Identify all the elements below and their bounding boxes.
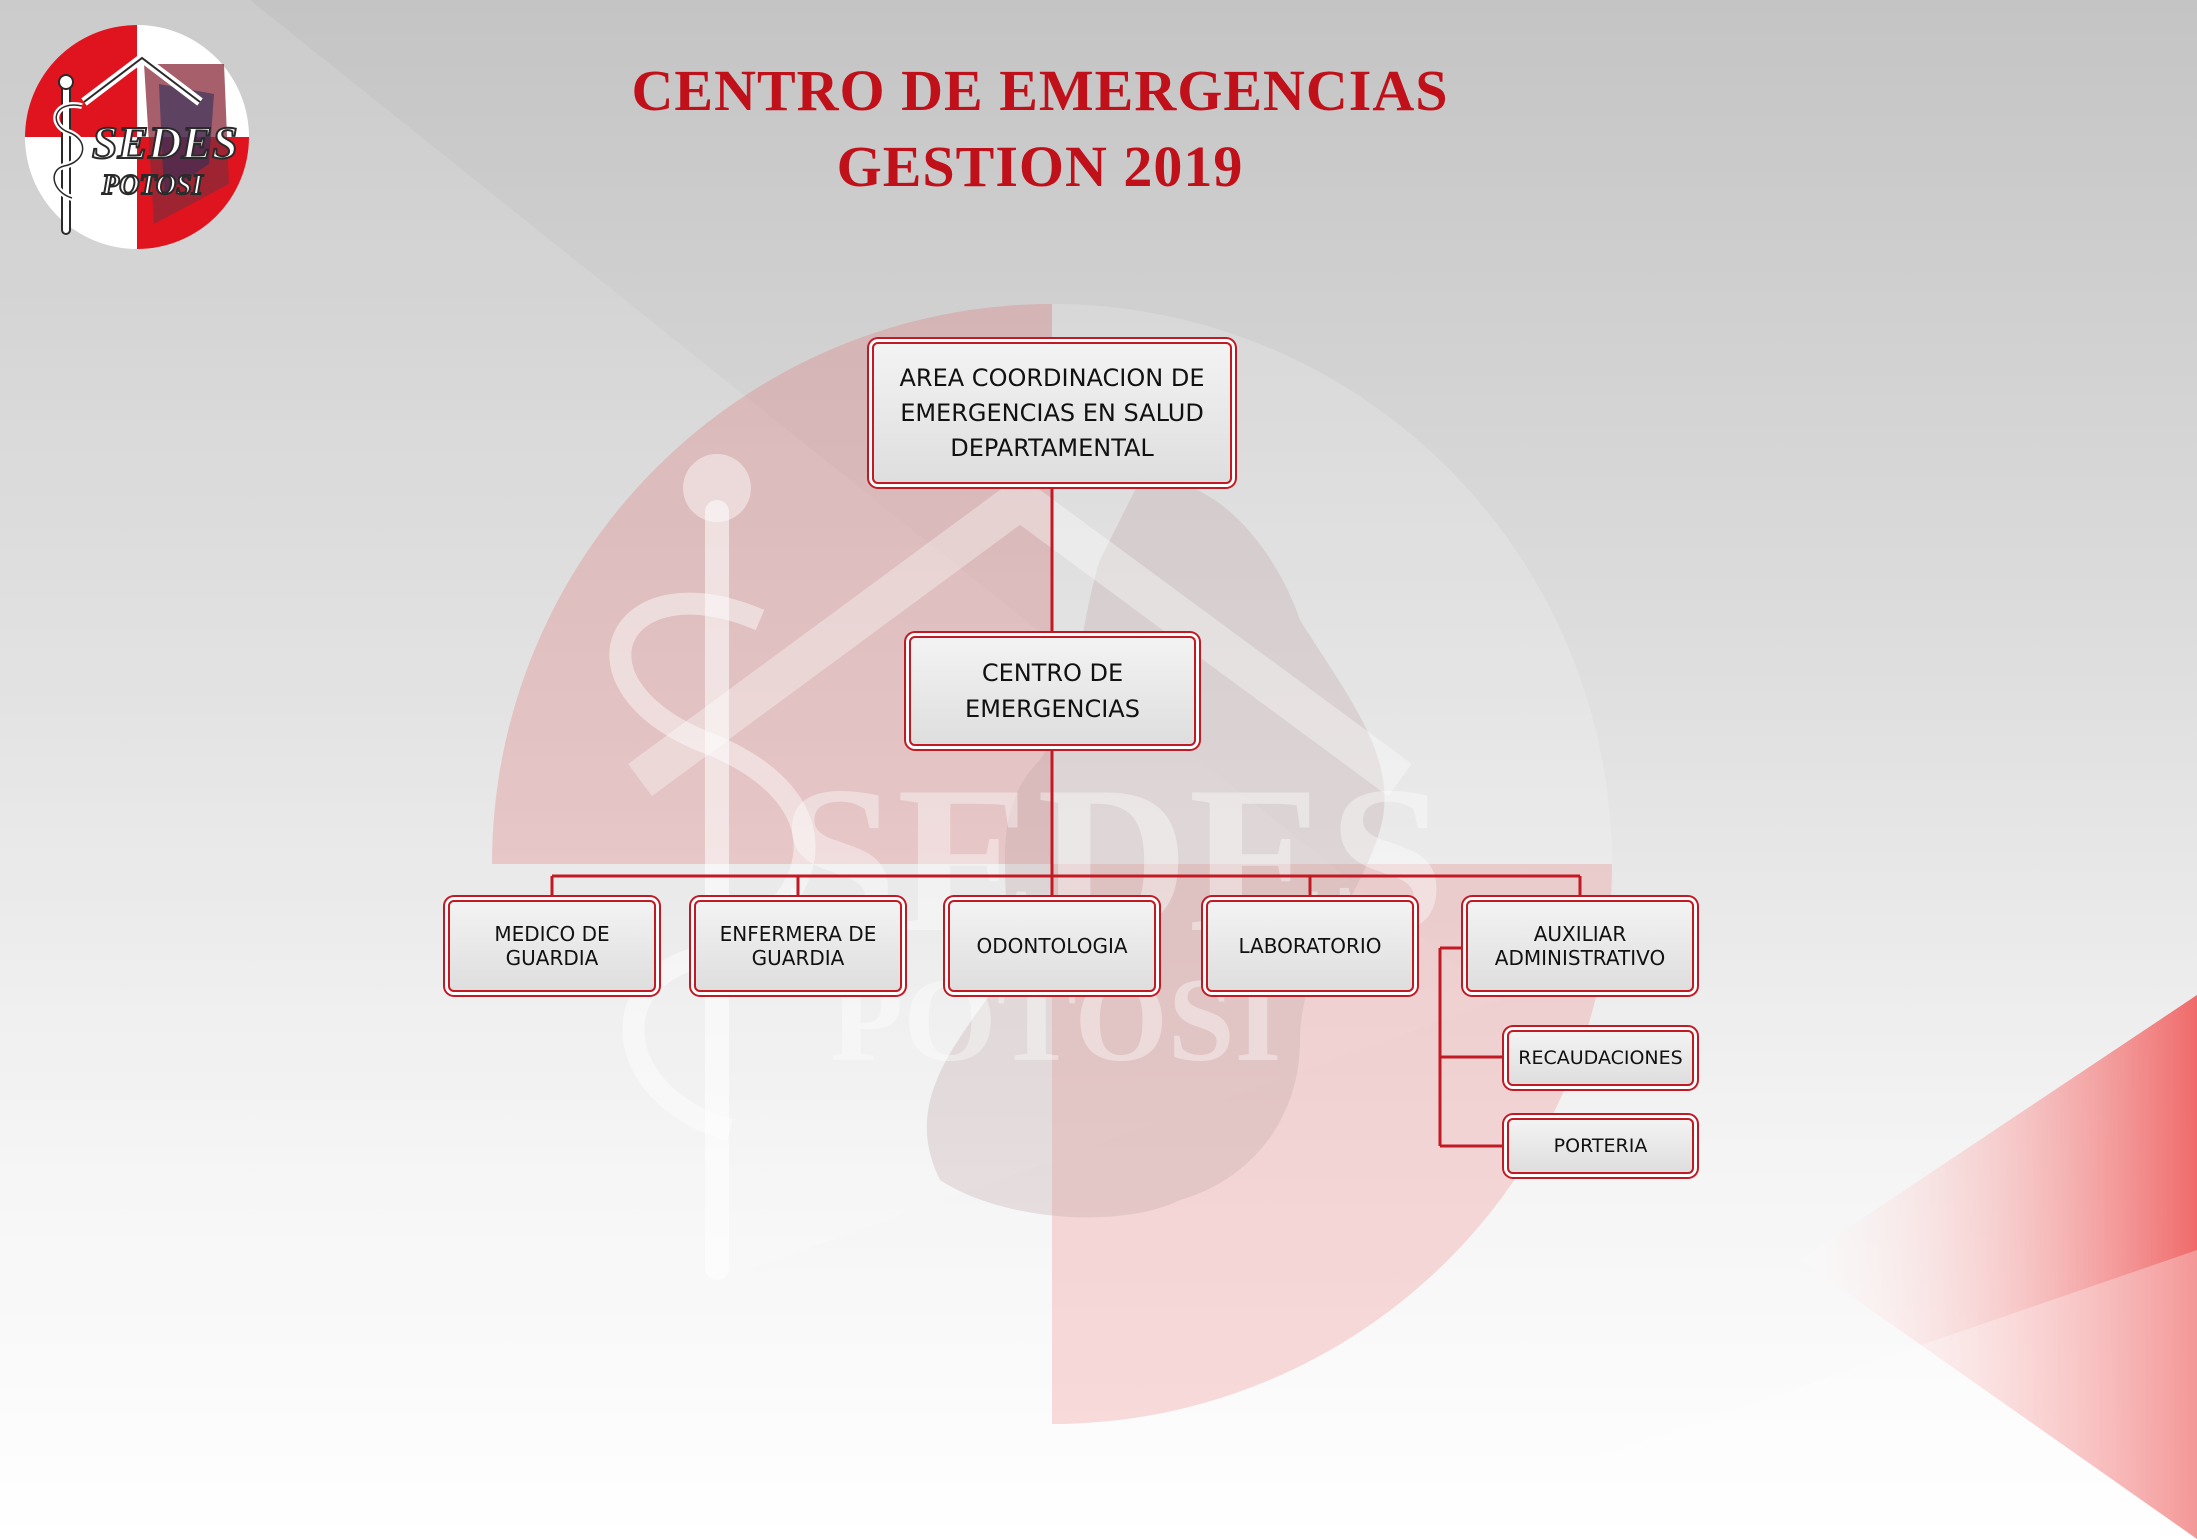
page-subtitle: GESTION 2019 (836, 134, 1244, 199)
org-node-department: MEDICO DE GUARDIA (448, 900, 656, 992)
org-node-department: LABORATORIO (1206, 900, 1414, 992)
org-node-center-label: CENTRO DE EMERGENCIAS (965, 659, 1140, 723)
page-title: CENTRO DE EMERGENCIAS (631, 58, 1449, 123)
org-node-department: AUXILIAR ADMINISTRATIVO (1466, 900, 1694, 992)
org-node-subunit: RECAUDACIONES (1507, 1030, 1694, 1086)
org-node-department: ENFERMERA DE GUARDIA (694, 900, 902, 992)
logo-text-potosi: POTOSI (101, 169, 204, 202)
org-node-subunit: PORTERIA (1507, 1118, 1694, 1174)
org-node-department: ODONTOLOGIA (948, 900, 1156, 992)
org-node-subunit-label: PORTERIA (1553, 1135, 1648, 1157)
sedes-potosi-logo: SEDES POTOSI (24, 24, 250, 250)
org-node-department-label: ODONTOLOGIA (976, 934, 1128, 958)
org-node-subunit-label: RECAUDACIONES (1518, 1047, 1683, 1069)
org-node-department-label: LABORATORIO (1238, 934, 1382, 958)
org-node-department-label: ENFERMERA DE GUARDIA (719, 922, 877, 970)
org-node-root-label: AREA COORDINACION DE EMERGENCIAS EN SALU… (899, 363, 1205, 462)
org-node-department-label: MEDICO DE GUARDIA (494, 922, 610, 970)
org-node-root: AREA COORDINACION DE EMERGENCIAS EN SALU… (872, 342, 1232, 484)
logo-emblem-icon (25, 25, 249, 249)
org-node-department-label: AUXILIAR ADMINISTRATIVO (1494, 922, 1666, 970)
logo-text-sedes: SEDES (91, 116, 239, 169)
org-node-center: CENTRO DE EMERGENCIAS (909, 636, 1196, 746)
